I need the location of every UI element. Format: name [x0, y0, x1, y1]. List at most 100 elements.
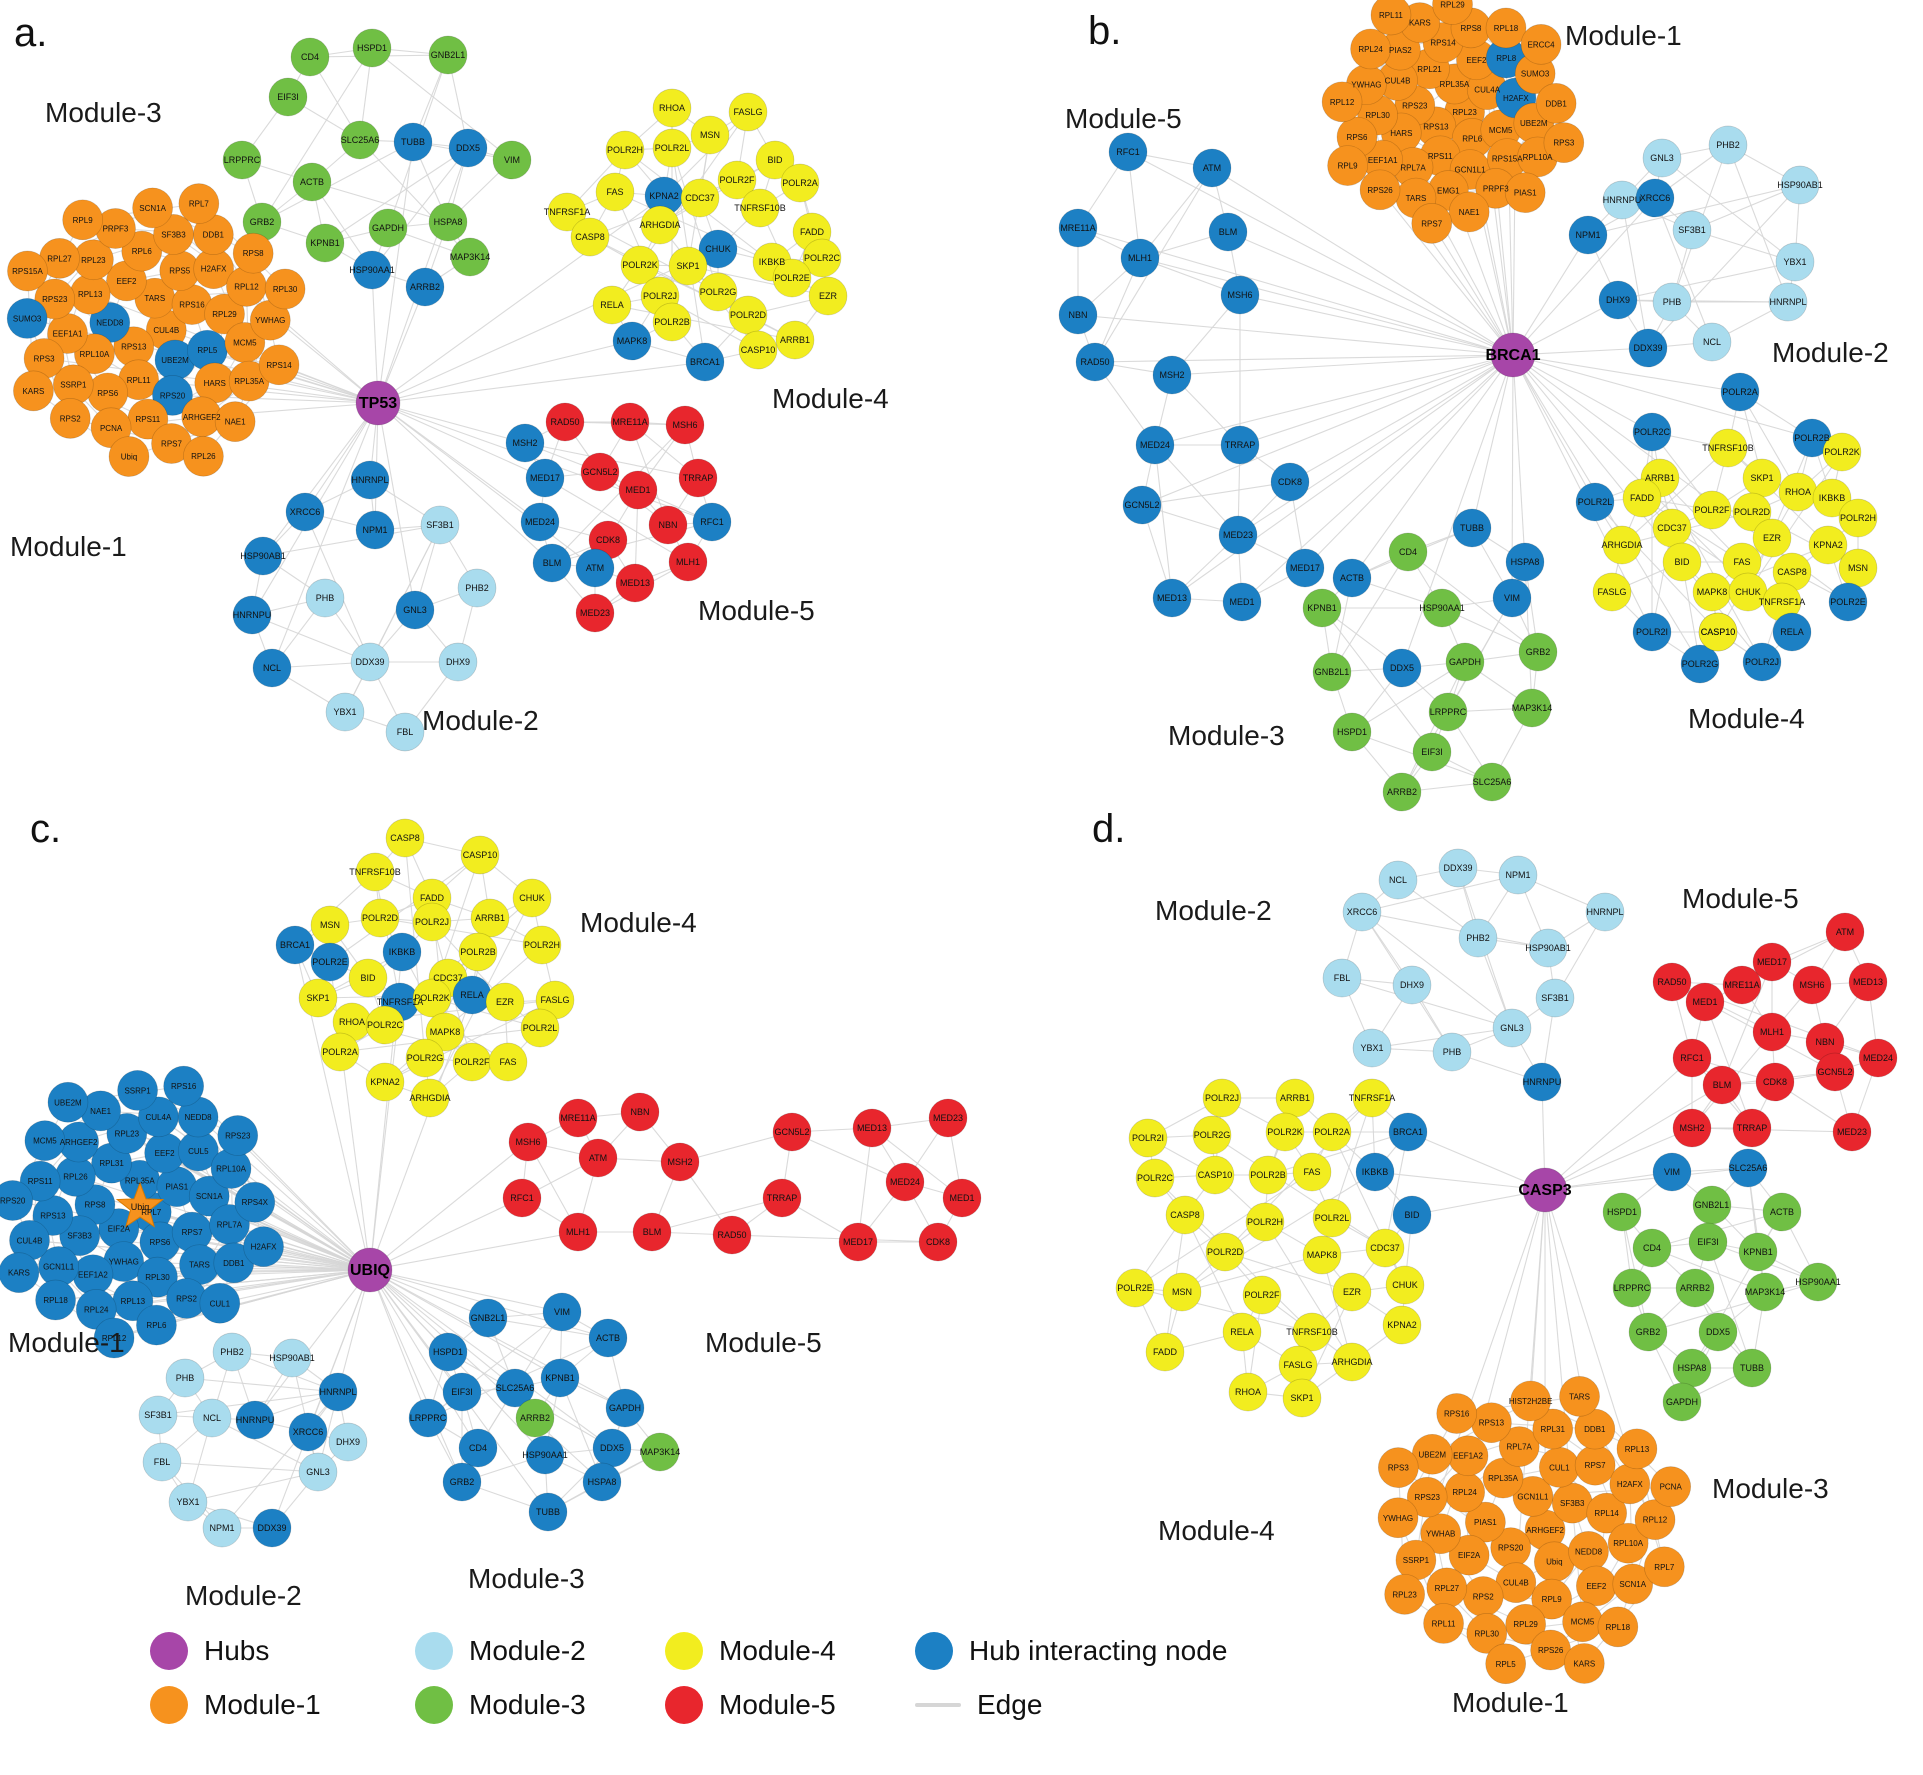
node-HNRNPU[interactable] [1522, 1062, 1562, 1102]
node-ARRB2[interactable] [1675, 1268, 1715, 1308]
node-PHB[interactable] [1652, 282, 1692, 322]
node-BLM[interactable] [532, 543, 572, 583]
node-CASP10[interactable] [460, 835, 500, 875]
node-DHX9[interactable] [1598, 280, 1638, 320]
node-POLR2B[interactable] [458, 932, 498, 972]
node-RPL30[interactable] [1466, 1612, 1508, 1654]
node-POLR2E[interactable] [772, 258, 812, 298]
node-HSP90AB1[interactable] [272, 1338, 312, 1378]
node-SF3B3[interactable] [1551, 1482, 1593, 1524]
node-TRRAP[interactable] [1732, 1108, 1772, 1148]
node-GCN1L1[interactable] [1512, 1476, 1554, 1517]
node-RPS8[interactable] [232, 232, 274, 274]
node-MED1[interactable] [942, 1178, 982, 1218]
node-CUL1[interactable] [1538, 1446, 1580, 1488]
node-RPL31[interactable] [1532, 1408, 1574, 1450]
node-FBL[interactable] [385, 712, 425, 752]
node-MLH1[interactable] [1752, 1012, 1792, 1052]
node-SSRP1[interactable] [1395, 1539, 1437, 1581]
node-POLR2J[interactable] [1742, 642, 1782, 682]
node-FADD[interactable] [1622, 478, 1662, 518]
node-NPM1[interactable] [355, 510, 395, 550]
node-KARS[interactable] [13, 370, 54, 412]
node-PIAS1[interactable] [1465, 1501, 1506, 1543]
node-RPS23[interactable] [1406, 1476, 1448, 1518]
node-TRRAP[interactable] [1220, 425, 1260, 465]
node-DDX5[interactable] [592, 1428, 632, 1468]
node-RFC1[interactable] [502, 1178, 542, 1218]
node-RPS13[interactable] [1471, 1402, 1512, 1444]
hub-BRCA1[interactable] [1490, 332, 1536, 378]
node-RHOA[interactable] [652, 88, 692, 128]
node-PCNA[interactable] [1650, 1466, 1692, 1507]
hub-TP53[interactable] [355, 380, 401, 426]
node-SKP1[interactable] [1282, 1378, 1322, 1418]
node-EZR[interactable] [1332, 1272, 1372, 1312]
node-RPL18[interactable] [35, 1279, 76, 1321]
node-MSN[interactable] [690, 115, 730, 155]
node-PIAS1[interactable] [1504, 172, 1546, 214]
node-BID[interactable] [1392, 1195, 1432, 1235]
node-NAE1[interactable] [214, 401, 256, 443]
node-RPS23[interactable] [217, 1115, 259, 1156]
node-FAS[interactable] [488, 1042, 528, 1082]
node-HSPA8[interactable] [1672, 1348, 1712, 1388]
node-RFC1[interactable] [1672, 1038, 1712, 1078]
node-SLC25A6[interactable] [495, 1368, 535, 1408]
node-H2AFX[interactable] [243, 1226, 284, 1268]
node-MSN[interactable] [1838, 548, 1878, 588]
node-CDC37[interactable] [1652, 508, 1692, 548]
node-NBN[interactable] [648, 505, 688, 545]
node-MED24[interactable] [520, 502, 560, 542]
node-HSPA8[interactable] [1505, 542, 1545, 582]
node-POLR2H[interactable] [1245, 1202, 1285, 1242]
node-MED23[interactable] [928, 1098, 968, 1138]
node-MED1[interactable] [1685, 982, 1725, 1022]
node-GCN5L2[interactable] [1122, 485, 1162, 525]
node-CHUK[interactable] [698, 229, 738, 269]
node-CUL1[interactable] [199, 1282, 241, 1324]
node-RAD50[interactable] [545, 402, 585, 442]
node-TUBB[interactable] [528, 1492, 568, 1532]
node-POLR2H[interactable] [522, 925, 562, 965]
node-POLR2C[interactable] [802, 238, 842, 278]
node-HSP90AB1[interactable] [1528, 928, 1568, 968]
node-MRE11A[interactable] [610, 402, 650, 442]
node-GAPDH[interactable] [1662, 1382, 1702, 1422]
node-MRE11A[interactable] [1058, 208, 1098, 248]
node-RPL26[interactable] [55, 1155, 96, 1197]
node-NPM1[interactable] [1568, 215, 1608, 255]
node-GNB2L1[interactable] [468, 1298, 508, 1338]
node-GCN5L2[interactable] [1815, 1052, 1855, 1092]
node-CD4[interactable] [290, 37, 330, 77]
node-EZR[interactable] [808, 276, 848, 316]
node-UBE2M[interactable] [47, 1081, 89, 1123]
node-RAD50[interactable] [712, 1215, 752, 1255]
node-KPNB1[interactable] [1738, 1232, 1778, 1272]
node-RFC1[interactable] [692, 502, 732, 542]
node-POLR2F[interactable] [717, 160, 757, 200]
node-ARRB2[interactable] [405, 267, 445, 307]
node-MSH6[interactable] [1792, 965, 1832, 1005]
node-RELA[interactable] [452, 975, 492, 1015]
node-RPL10A[interactable] [1607, 1522, 1649, 1564]
node-ACTB[interactable] [292, 162, 332, 202]
node-NPM1[interactable] [202, 1508, 242, 1548]
node-ARRB1[interactable] [1275, 1078, 1315, 1118]
node-XRCC6[interactable] [1342, 892, 1382, 932]
node-TNFRSF10B[interactable] [740, 188, 780, 228]
node-ATM[interactable] [575, 548, 615, 588]
node-POLR2I[interactable] [1632, 612, 1672, 652]
node-ACTB[interactable] [588, 1318, 628, 1358]
node-YBX1[interactable] [325, 692, 365, 732]
node-POLR2D[interactable] [1732, 492, 1772, 532]
node-RPS23[interactable] [34, 278, 76, 320]
node-RPL13[interactable] [1616, 1428, 1658, 1470]
node-EIF3I[interactable] [268, 77, 308, 117]
node-HNRNPL[interactable] [1768, 282, 1808, 322]
node-RHOA[interactable] [1778, 472, 1818, 512]
node-RPS3[interactable] [1543, 122, 1585, 164]
node-LRPPRC[interactable] [1612, 1268, 1652, 1308]
node-HSPD1[interactable] [1332, 712, 1372, 752]
node-MAP3K14[interactable] [450, 237, 490, 277]
